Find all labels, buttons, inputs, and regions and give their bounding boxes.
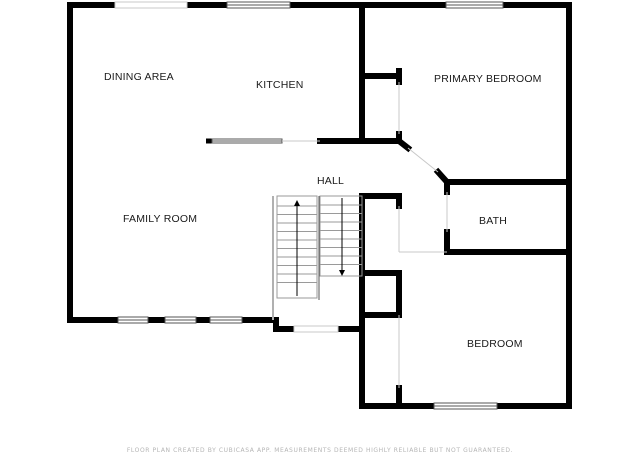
label-dining-area: DINING AREA — [104, 71, 174, 83]
stair-arrow-up-icon — [294, 200, 300, 206]
stair-run-down — [276, 195, 318, 299]
label-hall: HALL — [317, 175, 344, 187]
window-top-kitchen — [226, 1, 291, 9]
window-bedroom-bottom — [433, 402, 498, 410]
wall-angle-1 — [394, 136, 413, 153]
stair-run-up — [319, 195, 363, 277]
angle-door-opening — [407, 147, 439, 173]
window-top-dining — [114, 1, 188, 9]
openings — [398, 82, 448, 388]
kitchen-passthrough — [206, 138, 320, 144]
windows — [114, 1, 504, 410]
window-bottom-1 — [117, 316, 149, 324]
walls — [67, 2, 572, 409]
label-primary-bedroom: PRIMARY BEDROOM — [434, 73, 542, 85]
window-bottom-3 — [209, 316, 243, 324]
window-top-bedroom — [445, 1, 504, 9]
stair-treads-right — [320, 204, 362, 265]
label-bedroom: BEDROOM — [467, 338, 523, 350]
footer-disclaimer: FLOOR PLAN CREATED BY CUBICASA APP. MEAS… — [126, 447, 514, 454]
stair-arrow-down-icon — [339, 270, 345, 276]
window-bottom-2 — [164, 316, 197, 324]
stairs — [272, 195, 363, 320]
room-labels: DINING AREA KITCHEN PRIMARY BEDROOM HALL… — [104, 71, 542, 350]
label-kitchen: KITCHEN — [256, 79, 304, 91]
label-bath: BATH — [479, 215, 507, 227]
label-family-room: FAMILY ROOM — [123, 213, 197, 225]
window-stair — [293, 325, 339, 333]
